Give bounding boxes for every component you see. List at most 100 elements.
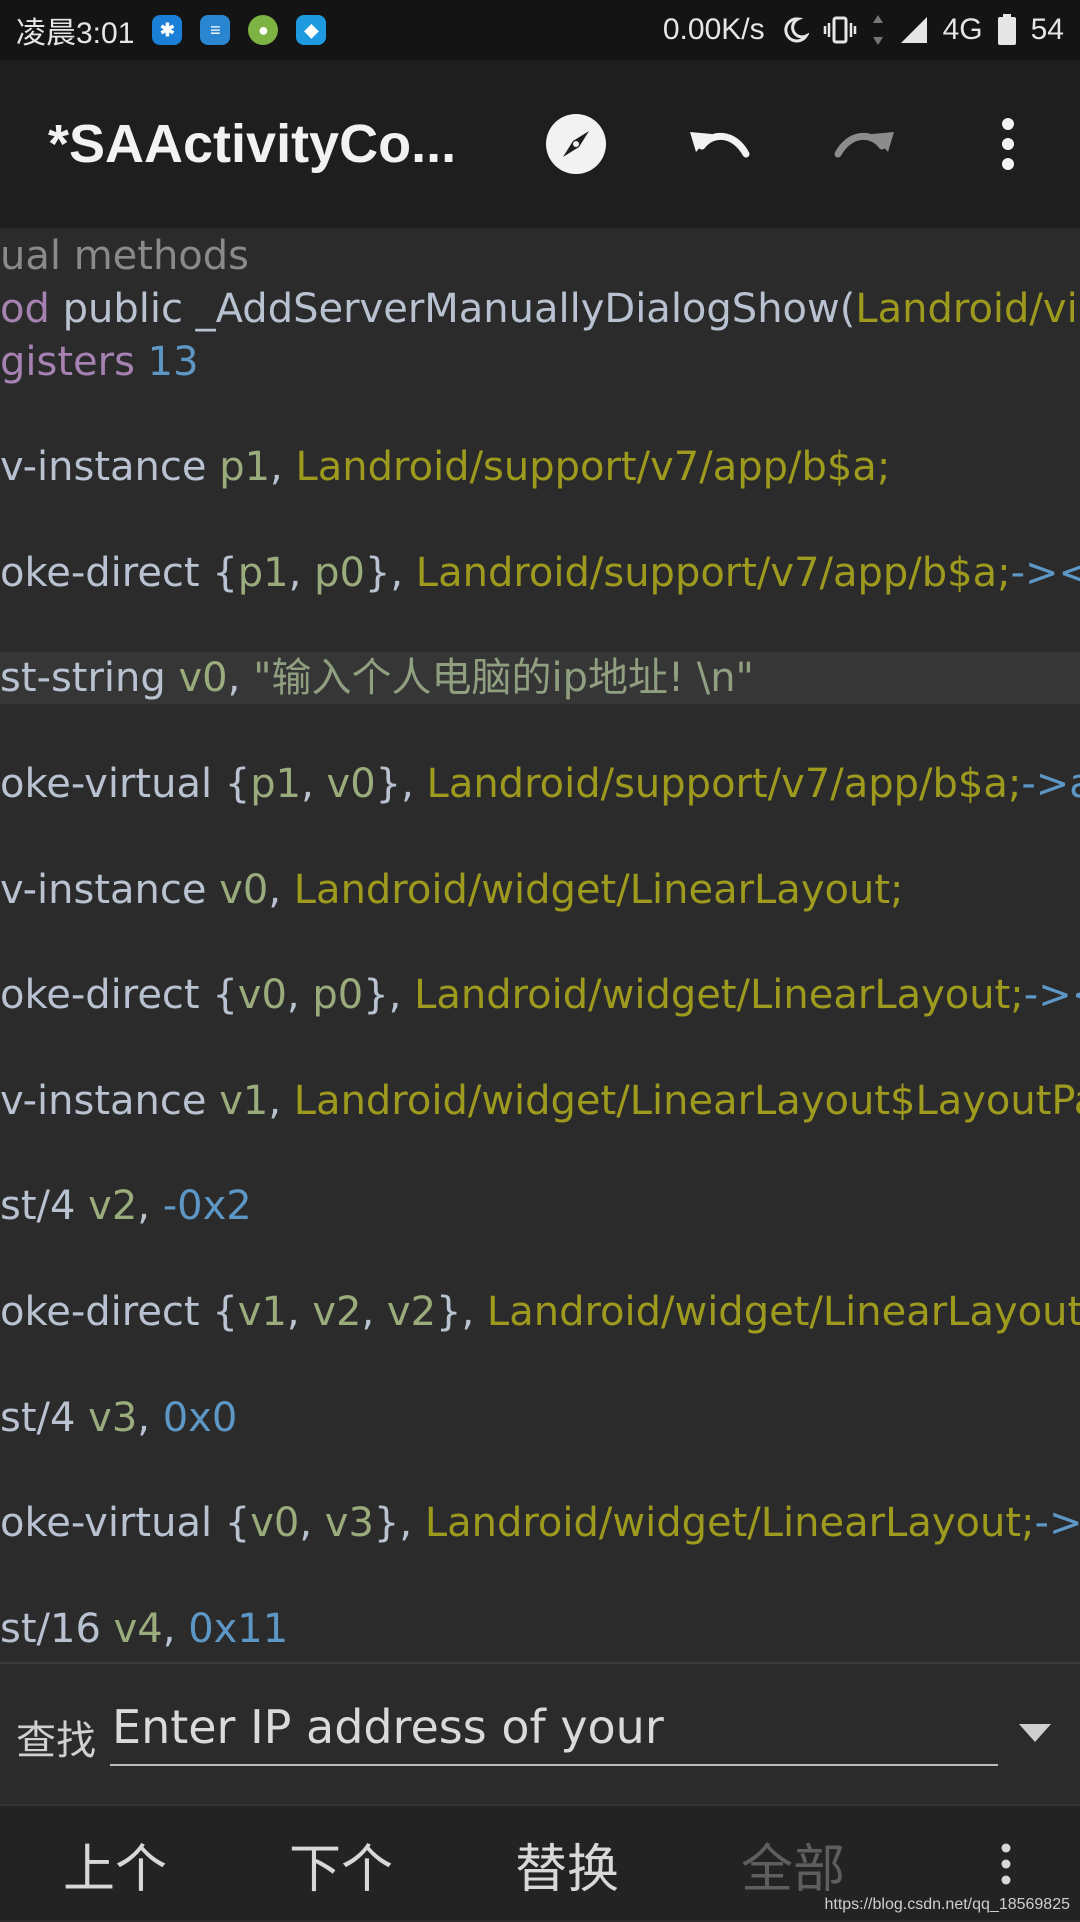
code-token: od [0, 285, 63, 332]
code-token: Landroid/support/v7/app/b$a; [415, 549, 1011, 596]
code-token: oke-virtual { [0, 761, 251, 807]
navigate-button[interactable] [504, 60, 648, 228]
code-line[interactable] [0, 1022, 1080, 1074]
code-token: v1 [237, 1289, 287, 1335]
file-title: *SAActivityCo... [48, 114, 457, 174]
code-token: st/16 [0, 1605, 114, 1652]
find-label: 查找 [16, 1718, 96, 1764]
replace-button[interactable]: 替换 [514, 1839, 619, 1900]
app-bar: *SAActivityCo... [0, 60, 1080, 228]
code-line[interactable]: ual methods [0, 230, 1080, 282]
battery-icon [997, 14, 1017, 46]
code-line[interactable] [0, 1444, 1080, 1496]
code-token: p0 [312, 972, 364, 1019]
code-token: 0x0 [162, 1394, 238, 1441]
code-token: v0 [219, 866, 269, 913]
code-token: oke-direct { [0, 549, 238, 596]
code-line[interactable]: oke-direct {v0, p0}, Landroid/widget/Lin… [0, 969, 1080, 1021]
code-line[interactable] [0, 600, 1080, 652]
code-token: oke-direct { [0, 1289, 238, 1335]
code-token: -0x2 [162, 1183, 252, 1230]
code-token: v0 [178, 655, 228, 702]
code-token: }, [436, 1289, 487, 1335]
next-match-button[interactable]: 下个 [288, 1839, 393, 1900]
redo-button[interactable] [792, 60, 936, 228]
code-token: v-instance [0, 1077, 220, 1124]
code-line[interactable] [0, 388, 1080, 440]
replace-all-button[interactable]: 全部 [740, 1839, 845, 1900]
drop-app-icon: ◆ [296, 15, 327, 45]
code-token: v4 [113, 1605, 163, 1652]
code-token: , [270, 444, 296, 491]
moon-icon [779, 15, 809, 45]
code-line[interactable]: oke-direct {v1, v2, v2}, Landroid/widget… [0, 1286, 1080, 1338]
code-line[interactable]: v-instance v0, Landroid/widget/LinearLay… [0, 864, 1080, 916]
find-history-dropdown[interactable] [1010, 1708, 1060, 1758]
code-token: Landroid/view/View; [855, 285, 1080, 332]
code-line[interactable] [0, 916, 1080, 968]
code-token: p1 [237, 549, 289, 596]
code-token: gisters [0, 338, 148, 385]
code-line[interactable] [0, 1233, 1080, 1285]
code-line[interactable]: v-instance p1, Landroid/support/v7/app/b… [0, 441, 1080, 493]
code-line[interactable]: v-instance v1, Landroid/widget/LinearLay… [0, 1075, 1080, 1127]
code-line[interactable]: st-string v0, "输入个人电脑的ip地址! \n" [0, 652, 1080, 705]
code-token: , [301, 761, 327, 807]
code-line[interactable]: gisters 13 [0, 336, 1080, 388]
code-token: , [299, 1500, 325, 1547]
previous-match-button[interactable]: 上个 [62, 1839, 167, 1900]
find-input[interactable] [110, 1690, 998, 1766]
code-token: "输入个人电脑的ip地址! \n" [253, 655, 754, 702]
code-token: v3 [324, 1500, 374, 1547]
code-line[interactable]: st/4 v3, 0x0 [0, 1392, 1080, 1444]
news-app-icon: ≡ [200, 15, 231, 45]
code-line[interactable]: oke-virtual {p1, v0}, Landroid/support/v… [0, 758, 1080, 810]
find-more-button[interactable] [966, 1806, 1046, 1922]
code-token: public _AddServerManuallyDialogShow( [62, 285, 856, 332]
code-token: Landroid/widget/LinearLayout; [424, 1500, 1035, 1547]
code-token: v2 [386, 1289, 437, 1335]
chat-app-icon: ✱ [152, 15, 183, 45]
more-options-button[interactable] [936, 60, 1080, 228]
code-token: v-instance [0, 866, 220, 913]
code-token: v0 [237, 972, 287, 1019]
undo-button[interactable] [648, 60, 792, 228]
undo-icon [690, 132, 750, 158]
code-line[interactable] [0, 494, 1080, 546]
code-token: , [268, 1077, 294, 1124]
code-token: v3 [88, 1394, 138, 1441]
code-line[interactable] [0, 705, 1080, 757]
signal-icon [899, 15, 929, 45]
net-speed: 0.00K/s [662, 13, 765, 46]
code-token: Landroid/support/v7/app/b$a; [426, 761, 1022, 807]
code-line[interactable]: oke-virtual {v0, v3}, Landroid/widget/Li… [0, 1497, 1080, 1549]
code-token: , [288, 549, 315, 596]
code-line[interactable]: st/16 v4, 0x11 [0, 1603, 1080, 1655]
code-token: -><init> [1023, 972, 1080, 1019]
code-token: st-string [0, 655, 179, 702]
code-line[interactable] [0, 1128, 1080, 1180]
code-token: 0x11 [188, 1605, 289, 1652]
code-line[interactable] [0, 1339, 1080, 1391]
code-token: Landroid/widget/LinearLayout$LayoutParam… [486, 1289, 1080, 1335]
code-token: }, [375, 761, 427, 807]
code-token: -><init> [1010, 549, 1080, 596]
code-token: }, [373, 1500, 425, 1547]
code-line[interactable]: od public _AddServerManuallyDialogShow(L… [0, 283, 1080, 335]
code-token: , [137, 1183, 163, 1230]
code-token: oke-virtual { [0, 1500, 251, 1547]
code-line[interactable] [0, 1550, 1080, 1602]
code-line[interactable]: st/4 v2, -0x2 [0, 1180, 1080, 1232]
status-bar: 凌晨3:01 ✱ ≡ ● ◆ 0.00K/s 4G 54 [0, 0, 1080, 60]
code-line[interactable]: oke-direct {p1, p0}, Landroid/support/v7… [0, 547, 1080, 599]
watermark-text: https://blog.csdn.net/qq_18569825 [824, 1896, 1070, 1913]
code-token: st/4 [0, 1183, 89, 1230]
code-token: }, [363, 972, 415, 1019]
code-token: v-instance [0, 444, 220, 491]
data-arrows-icon [871, 13, 885, 47]
find-actions-bar: 上个 下个 替换 全部 https://blog.csdn.net/qq_185… [0, 1804, 1080, 1920]
code-token: Landroid/support/v7/app/b$a; [295, 444, 891, 491]
code-line[interactable] [0, 811, 1080, 863]
code-token: ->setOrientation [1034, 1500, 1080, 1547]
